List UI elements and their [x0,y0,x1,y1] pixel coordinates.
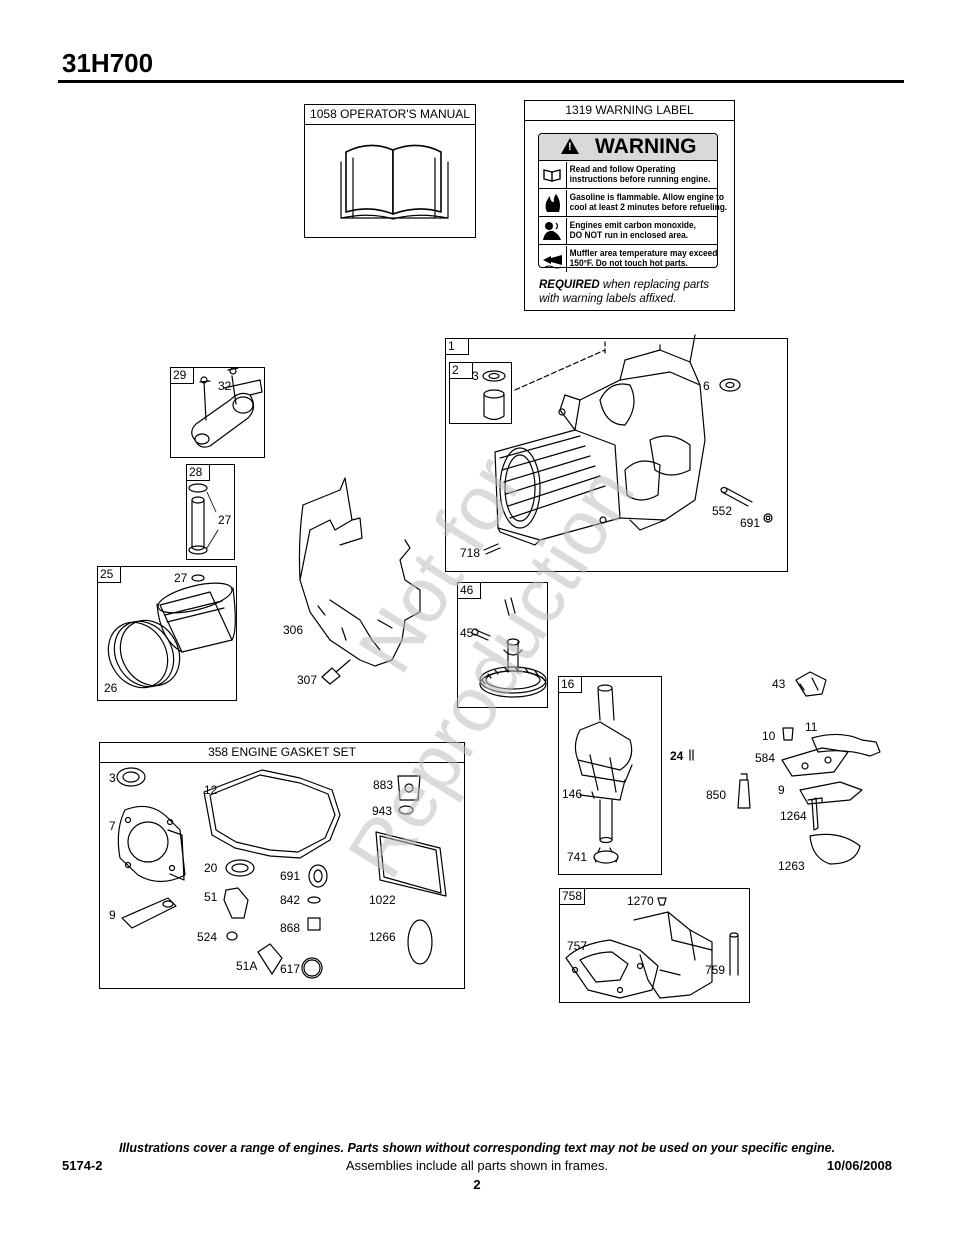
misc-parts-illustration [689,671,881,865]
callout-868: 868 [280,921,301,935]
piston-illustration [107,574,236,689]
callout-7: 7 [109,819,116,833]
callout-32: 32 [218,379,232,393]
footer-disclaimer: Illustrations cover a range of engines. … [118,1141,836,1155]
callout-12: 12 [204,783,218,797]
callout-11: 11 [805,720,818,734]
callout-757: 757 [567,939,588,953]
base-frame-number: 758 [560,889,586,905]
camshaft-frame-number: 46 [458,583,481,599]
callout-943: 943 [372,804,393,818]
piston-frame: 25 [97,566,237,701]
assemblies-note: Assemblies include all parts shown in fr… [345,1158,609,1173]
callout-146: 146 [562,787,583,801]
cylinder-block-illustration [494,334,706,546]
base-frame: 758 [559,888,750,1003]
connecting-rod-frame-number: 29 [171,368,194,384]
callout-45: 45 [460,626,474,640]
warning-label-frame: 1319 WARNING LABEL [524,100,735,311]
crankshaft-frame: 16 [558,676,662,875]
callout-306: 306 [283,623,304,637]
callout-718: 718 [460,546,481,560]
camshaft-frame: 46 [457,582,548,708]
title-rule [58,80,904,83]
piston-frame-number: 25 [98,567,121,583]
page-title: 31H700 [62,48,154,78]
base-assembly-illustration [565,897,739,999]
callout-759: 759 [705,963,726,977]
page-number: 2 [473,1177,481,1192]
callout-1022: 1022 [369,893,396,907]
callout-51: 51 [204,890,218,904]
gasket-set-caption: 358 ENGINE GASKET SET [100,743,464,763]
bushing-frame-number: 2 [450,363,473,379]
callout-9: 9 [778,783,785,797]
camshaft-illustration [471,597,547,698]
warning-word: WARNING [595,135,697,158]
callout-552: 552 [712,504,733,518]
callout-524: 524 [197,930,218,944]
warning-triangle-icon [561,138,579,154]
gasket-set-illustration [116,767,447,979]
callout-6: 6 [703,379,710,393]
operators-manual-frame: 1058 OPERATOR'S MANUAL [304,104,476,238]
callout-3: 3 [472,369,479,383]
operators-manual-caption: 1058 OPERATOR'S MANUAL [305,105,475,125]
callout-27: 27 [174,571,188,585]
callout-1264: 1264 [780,809,807,823]
connecting-rod-illustration [191,367,263,448]
document-number: 5174-2 [62,1158,103,1173]
warning-label-caption: 1319 WARNING LABEL [525,101,734,121]
callout-1270: 1270 [627,894,654,908]
operators-manual-book-icon [340,144,449,220]
callout-26: 26 [104,681,118,695]
callout-27: 27 [218,513,232,527]
callout-842: 842 [280,893,301,907]
flame-icon [539,189,567,216]
warning-row: Engines emit carbon monoxide,DO NOT run … [539,217,717,245]
crankshaft-frame-number: 16 [559,677,582,693]
callout-51a: 51A [236,959,258,973]
callout-1263: 1263 [778,859,805,873]
callout-24: 24 [670,749,684,763]
callout-20: 20 [204,861,218,875]
callout-883: 883 [373,778,394,792]
callout-850: 850 [706,788,727,802]
fumes-person-icon [539,217,567,244]
callout-584: 584 [755,751,776,765]
cylinder-frame: 1 [445,338,788,572]
callout-617: 617 [280,962,301,976]
callout-10: 10 [762,729,776,743]
callout-9: 9 [109,908,116,922]
connecting-rod-frame: 29 [170,367,265,458]
gasket-set-frame: 358 ENGINE GASKET SET [99,742,465,989]
crankshaft-illustration [574,684,633,864]
callout-691: 691 [280,869,301,883]
callout-741: 741 [567,850,588,864]
piston-pin-frame-number: 28 [187,465,210,481]
callout-691: 691 [740,516,761,530]
hot-surface-icon [539,245,567,272]
callout-3: 3 [109,771,116,785]
air-guide-illustration [298,477,421,667]
callout-307: 307 [297,673,318,687]
warning-heading: ! WARNING [539,134,717,161]
piston-pin-frame: 28 [186,464,235,560]
manual-read-icon [539,161,567,188]
callout-1266: 1266 [369,930,396,944]
bushing-frame: 2 [449,362,512,424]
document-date: 10/06/2008 [826,1158,892,1173]
cylinder-frame-number: 1 [446,339,469,355]
callout-43: 43 [772,677,786,691]
